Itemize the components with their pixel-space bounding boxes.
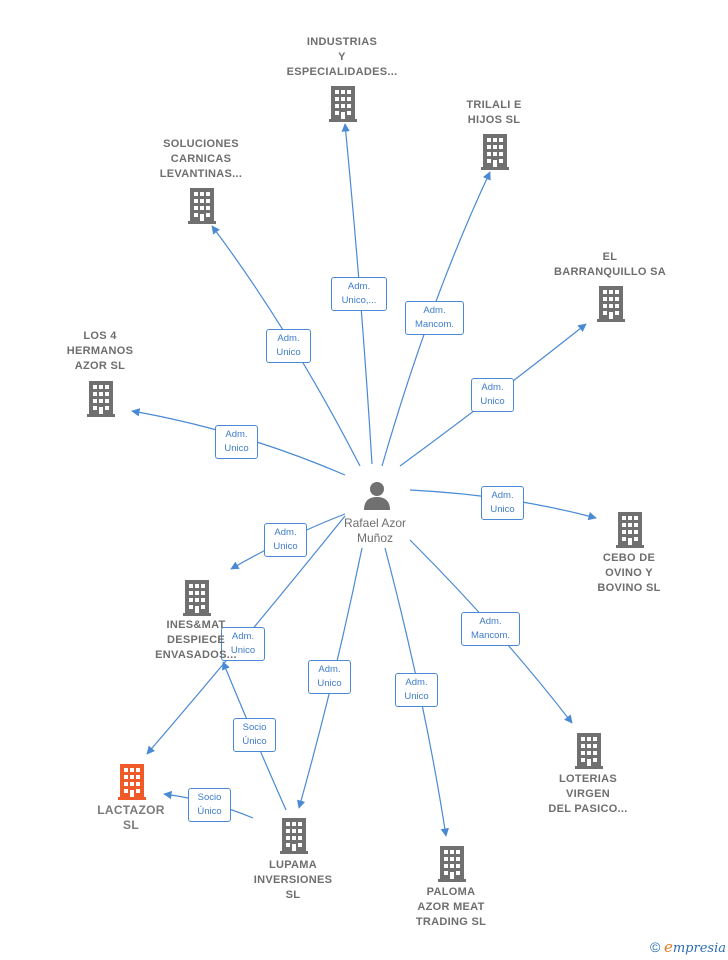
company-label-line: INDUSTRIAS <box>306 36 378 48</box>
relation-label-lupama[interactable]: Adm. Unico <box>308 660 351 694</box>
company-label-lupama[interactable]: LUPAMA INVERSIONES SL <box>218 858 368 903</box>
relation-label-line: Adm. <box>231 631 255 642</box>
building-icon-loterias[interactable] <box>575 733 603 769</box>
building-icon-cebo[interactable] <box>616 512 644 548</box>
relation-label-line: Unico <box>276 347 301 358</box>
company-label-line: ESPECIALIDADES... <box>286 66 398 78</box>
building-icon-barranquillo[interactable] <box>597 286 625 322</box>
building-icon-soluciones[interactable] <box>188 188 216 224</box>
relation-label-trilali[interactable]: Adm. Mancom. <box>405 301 464 335</box>
relation-label-line: Unico <box>230 645 256 656</box>
relation-label-line: Unico <box>404 691 429 702</box>
company-label-line: HIJOS SL <box>467 114 521 126</box>
building-icon-paloma[interactable] <box>438 846 466 882</box>
company-label-line: ENVASADOS... <box>155 649 237 661</box>
relation-label-barranquillo[interactable]: Adm. Unico <box>471 378 514 412</box>
relation-label-cebo[interactable]: Adm. Unico <box>481 486 524 520</box>
company-label-line: AZOR SL <box>74 360 126 372</box>
building-icon-inesmat[interactable] <box>183 580 211 616</box>
company-label-line: BOVINO SL <box>597 582 661 594</box>
relation-label-line: Mancom. <box>414 319 455 330</box>
company-label-line: TRADING SL <box>415 916 487 928</box>
company-label-line: AZOR MEAT <box>417 901 485 913</box>
relation-label-line: Unico <box>317 678 342 689</box>
company-label-line: LACTAZOR <box>97 803 165 817</box>
company-label-line: SL <box>285 889 301 901</box>
relation-label-line: Adm. <box>405 677 428 688</box>
relation-label-line: Unico <box>224 443 249 454</box>
company-label-los4[interactable]: LOS 4 HERMANOS AZOR SL <box>25 329 175 374</box>
company-label-loterias[interactable]: LOTERIAS VIRGEN DEL PASICO... <box>513 772 663 817</box>
company-label-line: INES&MAT <box>166 619 226 631</box>
relation-label-line: Único <box>242 736 267 747</box>
relation-label-line: Adm. <box>423 305 446 316</box>
relation-label-line: Único <box>197 806 222 817</box>
relation-label-los4[interactable]: Adm. Unico <box>215 425 258 459</box>
relation-label-line: Adm. <box>479 616 502 627</box>
person-icon[interactable] <box>364 482 390 510</box>
company-label-soluciones[interactable]: SOLUCIONES CARNICAS LEVANTINAS... <box>126 137 276 182</box>
company-label-line: EL <box>602 251 618 263</box>
company-label-line: LUPAMA <box>268 859 318 871</box>
company-label-line: SOLUCIONES <box>163 138 239 150</box>
relation-label-industrias[interactable]: Adm. Unico,... <box>331 277 387 311</box>
relation-label-line: Adm. <box>491 490 514 501</box>
relation-label-line: Socio <box>242 722 267 733</box>
company-label-line: BARRANQUILLO SA <box>553 266 667 278</box>
building-icon-los4[interactable] <box>87 381 115 417</box>
building-icon-industrias[interactable] <box>329 86 357 122</box>
relation-label-line: Adm. <box>277 333 300 344</box>
building-icon-lactazor[interactable] <box>118 764 146 800</box>
company-label-line: INVERSIONES <box>253 874 333 886</box>
company-label-line: SL <box>123 818 139 832</box>
company-label-line: HERMANOS <box>66 345 134 357</box>
company-label-barranquillo[interactable]: EL BARRANQUILLO SA <box>535 250 685 280</box>
company-label-line: DESPIECE <box>166 634 226 646</box>
building-icon-lupama[interactable] <box>280 818 308 854</box>
relation-label-line: Mancom. <box>470 630 511 641</box>
relation-label-lactazor[interactable]: Adm. Unico <box>221 627 265 661</box>
footer-brand[interactable]: © empresia <box>650 938 726 956</box>
company-label-line: LEVANTINAS... <box>159 168 243 180</box>
company-label-line: Y <box>338 51 346 63</box>
company-label-line: VIRGEN <box>566 788 610 800</box>
company-label-line: LOTERIAS <box>558 773 617 785</box>
relation-label-line: Adm. <box>225 429 248 440</box>
relation-label-line: Unico,... <box>341 295 377 306</box>
relation-label-line: Unico <box>480 396 505 407</box>
copyright-icon: © <box>650 939 661 955</box>
company-label-cebo[interactable]: CEBO DE OVINO Y BOVINO SL <box>554 551 704 596</box>
company-label-line: LOS 4 <box>83 330 117 342</box>
person-name-line: Rafael Azor <box>343 516 407 530</box>
relation-label-line: Adm. <box>481 382 504 393</box>
relation-label-line: Adm. <box>318 664 341 675</box>
building-icon-trilali[interactable] <box>481 134 509 170</box>
brand-name: mpresia <box>672 941 726 956</box>
relation-label-loterias[interactable]: Adm. Mancom. <box>461 612 520 646</box>
relation-label-line: Adm. <box>274 527 297 538</box>
company-label-line: PALOMA <box>426 886 476 898</box>
relation-label-line: Unico <box>273 541 298 552</box>
brand-initial: e <box>663 938 673 956</box>
company-label-inesmat[interactable]: INES&MAT DESPIECE ENVASADOS... <box>121 618 271 663</box>
relation-label-line: Adm. <box>347 281 371 292</box>
relation-label-soluciones[interactable]: Adm. Unico <box>266 329 311 363</box>
relation-label-paloma[interactable]: Adm. Unico <box>395 673 438 707</box>
company-label-line: CEBO DE <box>602 552 656 564</box>
relation-label-line: Socio <box>197 792 222 803</box>
company-label-trilali[interactable]: TRILALI E HIJOS SL <box>419 98 569 128</box>
relation-label-line: Unico <box>490 504 515 515</box>
company-label-line: OVINO Y <box>605 567 653 579</box>
company-label-line: DEL PASICO... <box>548 803 628 815</box>
person-name-line: Muñoz <box>356 531 394 545</box>
company-label-line: CARNICAS <box>170 153 232 165</box>
relation-label-inesmat[interactable]: Adm. Unico <box>264 523 307 557</box>
company-label-industrias[interactable]: INDUSTRIAS Y ESPECIALIDADES... <box>267 35 417 80</box>
company-label-line: TRILALI E <box>466 99 522 111</box>
company-label-paloma[interactable]: PALOMA AZOR MEAT TRADING SL <box>376 885 526 930</box>
